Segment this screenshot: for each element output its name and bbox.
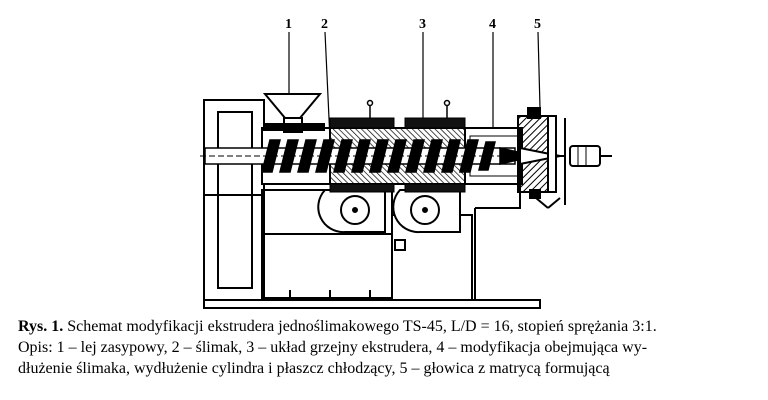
caption-title: Schemat modyfikacji ekstrudera jednoślim… — [67, 318, 657, 335]
thermocouples — [366, 99, 451, 118]
base-plate — [203, 299, 541, 309]
callout-leaders — [288, 31, 541, 141]
blower-left — [317, 189, 386, 234]
die-head — [517, 107, 565, 209]
caption-label: Rys. 1. — [18, 318, 64, 335]
screw — [204, 139, 536, 173]
callout-3: 3 — [419, 17, 426, 32]
screw-flights — [261, 139, 496, 173]
extruder-schematic: 1 2 3 4 5 — [200, 17, 612, 309]
hopper — [262, 93, 325, 133]
caption-line-3: dłużenie ślimaka, wydłużenie cylindra i … — [18, 360, 610, 377]
callout-2: 2 — [321, 17, 328, 32]
take-off-unit — [564, 118, 612, 205]
blower-right — [392, 189, 461, 234]
machine-stand — [261, 180, 521, 301]
heater-bands — [329, 117, 466, 193]
callout-4: 4 — [489, 17, 496, 32]
caption-line-2: Opis: 1 – lej zasypowy, 2 – ślimak, 3 – … — [18, 339, 648, 356]
stand-feet — [289, 290, 371, 300]
callout-5: 5 — [534, 17, 541, 32]
caption-line-1: Rys. 1. Schemat modyfikacji ekstrudera j… — [18, 316, 758, 337]
figure-caption: Rys. 1. Schemat modyfikacji ekstrudera j… — [18, 316, 758, 379]
drive-housing — [203, 99, 265, 301]
callout-1: 1 — [285, 17, 292, 32]
